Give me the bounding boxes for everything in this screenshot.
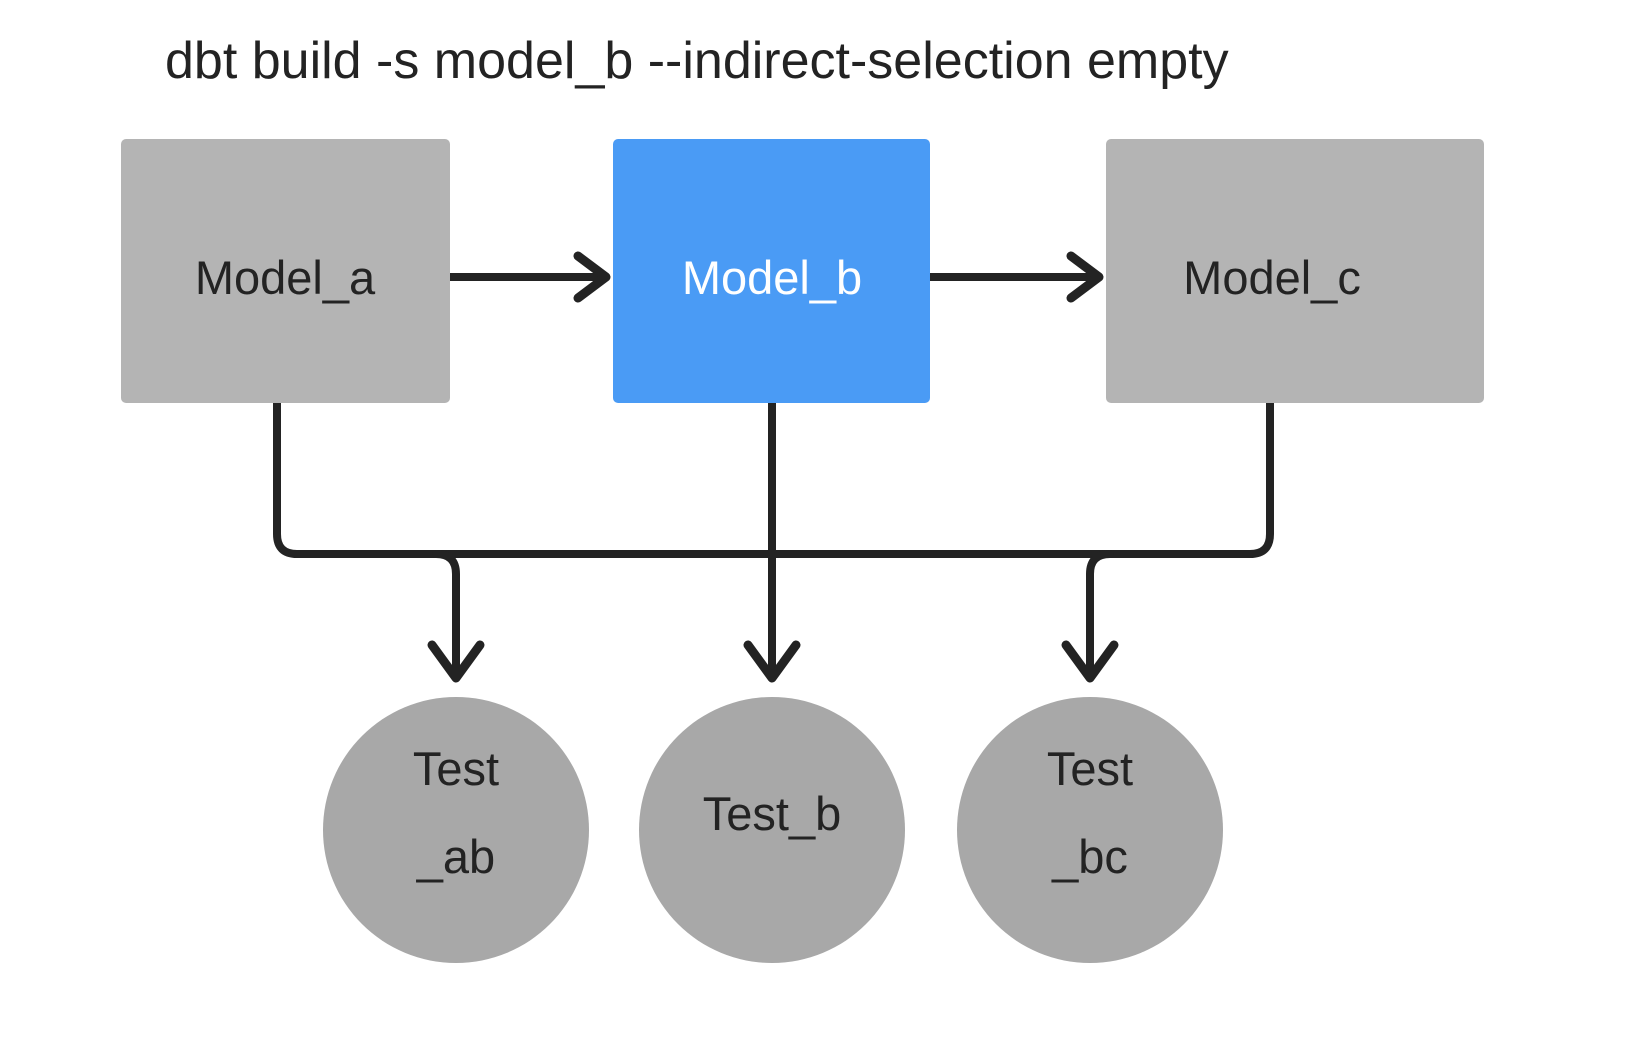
- node-model-a-label: Model_a: [195, 251, 376, 304]
- node-model-c-shape[interactable]: [1106, 139, 1484, 403]
- diagram-title: dbt build -s model_b --indirect-selectio…: [165, 32, 1229, 90]
- node-model-b-shape[interactable]: [613, 139, 930, 403]
- edge-bus-to-test-ab: [427, 550, 485, 683]
- edge-model-b-to-test-b: [743, 399, 801, 683]
- node-model-a[interactable]: Model_a: [121, 139, 450, 403]
- node-test-b[interactable]: Test_b: [639, 697, 905, 963]
- node-model-b-label: Model_b: [682, 251, 862, 304]
- edge-model-a-to-bus: [273, 399, 776, 558]
- node-test-ab-label-line1: Test: [413, 742, 499, 795]
- node-test-ab[interactable]: Test _ab: [323, 697, 589, 963]
- node-model-c-label: Model_c: [1183, 251, 1361, 304]
- model-node-layer: Model_a Model_b Model_c: [121, 139, 1484, 403]
- node-test-b-label-line1: Test_b: [703, 787, 841, 840]
- node-test-ab-label-line2: _ab: [416, 830, 495, 883]
- edge-model-b-to-model-c: [926, 251, 1104, 303]
- test-node-layer: Test _ab Test_b Test _bc: [323, 697, 1223, 963]
- edge-model-c-to-bus: [768, 399, 1274, 558]
- edge-layer: [273, 251, 1274, 683]
- node-test-bc-shape[interactable]: [957, 697, 1223, 963]
- node-test-bc-label-line1: Test: [1047, 742, 1133, 795]
- node-test-ab-shape[interactable]: [323, 697, 589, 963]
- edge-model-a-to-model-b: [428, 251, 611, 303]
- node-model-a-shape[interactable]: [121, 139, 450, 403]
- edge-bus-to-test-bc: [1061, 550, 1119, 683]
- node-test-bc-label-line2: _bc: [1051, 830, 1128, 883]
- node-model-c[interactable]: Model_c: [1106, 139, 1484, 403]
- node-test-bc[interactable]: Test _bc: [957, 697, 1223, 963]
- node-test-b-shape[interactable]: [639, 697, 905, 963]
- node-model-b[interactable]: Model_b: [613, 139, 930, 403]
